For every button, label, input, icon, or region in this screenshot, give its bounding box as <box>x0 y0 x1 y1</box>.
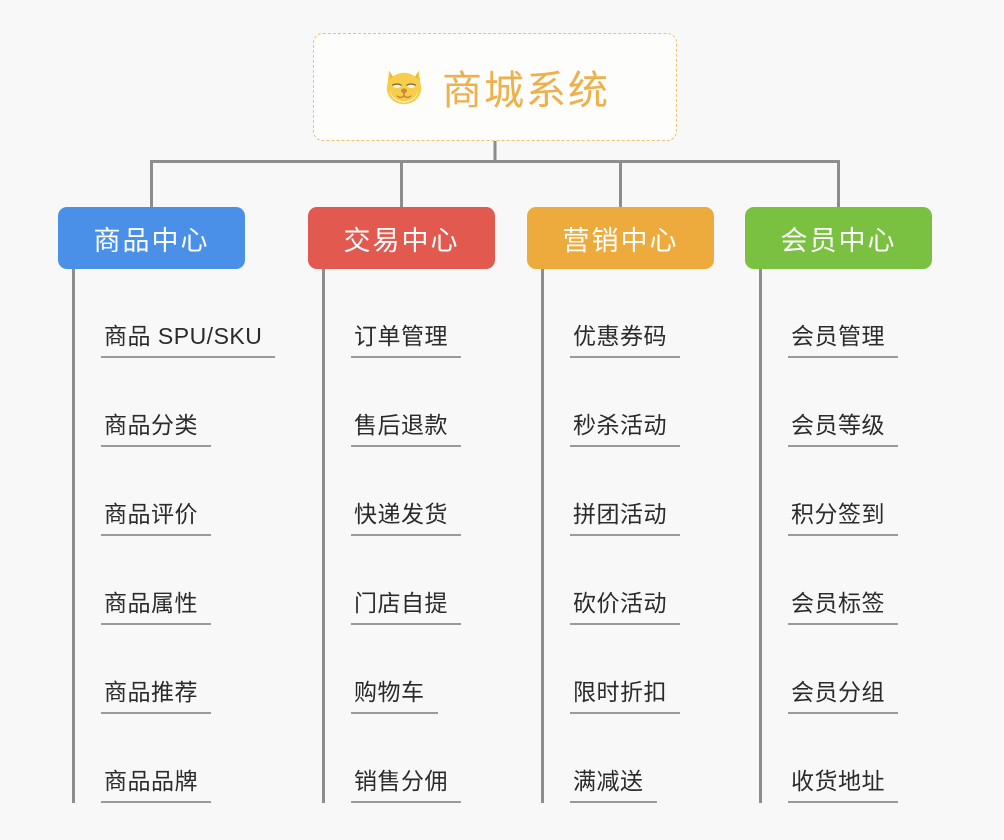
leaf-underline: 会员标签 <box>788 584 898 625</box>
leaf-label: 砍价活动 <box>573 590 667 616</box>
leaf-label: 销售分佣 <box>354 768 448 794</box>
leaf-underline: 积分签到 <box>788 495 898 536</box>
leaf-underline: 秒杀活动 <box>570 406 680 447</box>
branch-column-4: 会员中心 会员管理 会员等级 积分签到 会员标签 <box>745 207 932 803</box>
leaf-label: 满减送 <box>573 768 644 794</box>
leaf-label: 会员标签 <box>791 590 885 616</box>
leaf-label: 订单管理 <box>354 323 448 349</box>
branch-spine-1 <box>72 269 75 803</box>
leaf-item[interactable]: 满减送 <box>527 714 714 803</box>
category-header-2[interactable]: 交易中心 <box>308 207 495 269</box>
category-label-4: 会员中心 <box>780 225 897 256</box>
leaf-underline: 商品分类 <box>101 406 211 447</box>
leaf-label: 快递发货 <box>354 501 448 527</box>
leaf-underline: 订单管理 <box>351 317 461 358</box>
leaf-item[interactable]: 会员分组 <box>745 625 932 714</box>
branch-column-1: 商品中心 商品 SPU/SKU 商品分类 商品评价 商品属性 <box>58 207 276 803</box>
leaf-item[interactable]: 砍价活动 <box>527 536 714 625</box>
leaf-label: 商品 SPU/SKU <box>104 323 263 349</box>
leaf-item[interactable]: 秒杀活动 <box>527 358 714 447</box>
leaf-item[interactable]: 会员标签 <box>745 536 932 625</box>
leaf-item[interactable]: 商品推荐 <box>58 625 245 714</box>
leaf-label: 会员管理 <box>791 323 885 349</box>
leaf-list-4: 会员管理 会员等级 积分签到 会员标签 会员分组 <box>745 269 932 803</box>
branch-spine-3 <box>541 269 544 803</box>
leaf-item[interactable]: 会员管理 <box>745 269 932 358</box>
leaf-label: 秒杀活动 <box>573 412 667 438</box>
category-header-1[interactable]: 商品中心 <box>58 207 245 269</box>
leaf-item[interactable]: 商品评价 <box>58 447 245 536</box>
leaf-label: 会员分组 <box>791 679 885 705</box>
category-label-1: 商品中心 <box>93 225 210 256</box>
leaf-item[interactable]: 商品分类 <box>58 358 245 447</box>
leaf-underline: 商品评价 <box>101 495 211 536</box>
leaf-label: 商品推荐 <box>104 679 198 705</box>
category-header-4[interactable]: 会员中心 <box>745 207 932 269</box>
category-header-3[interactable]: 营销中心 <box>527 207 714 269</box>
leaf-underline: 优惠券码 <box>570 317 680 358</box>
leaf-label: 拼团活动 <box>573 501 667 527</box>
leaf-item[interactable]: 拼团活动 <box>527 447 714 536</box>
leaf-underline: 会员分组 <box>788 673 898 714</box>
leaf-label: 限时折扣 <box>573 679 667 705</box>
leaf-underline: 快递发货 <box>351 495 461 536</box>
leaf-list-1: 商品 SPU/SKU 商品分类 商品评价 商品属性 商品推荐 <box>58 269 276 803</box>
leaf-item[interactable]: 限时折扣 <box>527 625 714 714</box>
leaf-item[interactable]: 商品 SPU/SKU <box>58 269 276 358</box>
leaf-item[interactable]: 会员等级 <box>745 358 932 447</box>
leaf-label: 商品品牌 <box>104 768 198 794</box>
root-node[interactable]: 商城系统 <box>313 33 677 141</box>
leaf-label: 购物车 <box>354 679 425 705</box>
branch-column-3: 营销中心 优惠券码 秒杀活动 拼团活动 砍价活动 <box>527 207 714 803</box>
leaf-label: 会员等级 <box>791 412 885 438</box>
branch-column-2: 交易中心 订单管理 售后退款 快递发货 门店自提 <box>308 207 495 803</box>
dog-face-icon <box>380 63 428 111</box>
leaf-list-3: 优惠券码 秒杀活动 拼团活动 砍价活动 限时折扣 <box>527 269 714 803</box>
leaf-underline: 售后退款 <box>351 406 461 447</box>
leaf-label: 积分签到 <box>791 501 885 527</box>
leaf-underline: 收货地址 <box>788 762 898 803</box>
leaf-underline: 限时折扣 <box>570 673 680 714</box>
leaf-underline: 满减送 <box>570 762 657 803</box>
category-label-3: 营销中心 <box>562 225 679 256</box>
leaf-underline: 商品属性 <box>101 584 211 625</box>
branch-spine-4 <box>759 269 762 803</box>
leaf-underline: 销售分佣 <box>351 762 461 803</box>
leaf-item[interactable]: 订单管理 <box>308 269 495 358</box>
leaf-item[interactable]: 销售分佣 <box>308 714 495 803</box>
leaf-underline: 商品品牌 <box>101 762 211 803</box>
leaf-label: 售后退款 <box>354 412 448 438</box>
leaf-label: 商品分类 <box>104 412 198 438</box>
leaf-item[interactable]: 门店自提 <box>308 536 495 625</box>
leaf-label: 门店自提 <box>354 590 448 616</box>
leaf-underline: 拼团活动 <box>570 495 680 536</box>
leaf-label: 商品属性 <box>104 590 198 616</box>
leaf-item[interactable]: 售后退款 <box>308 358 495 447</box>
leaf-item[interactable]: 商品属性 <box>58 536 245 625</box>
leaf-underline: 门店自提 <box>351 584 461 625</box>
leaf-item[interactable]: 快递发货 <box>308 447 495 536</box>
leaf-underline: 商品推荐 <box>101 673 211 714</box>
category-label-2: 交易中心 <box>343 225 460 256</box>
leaf-item[interactable]: 购物车 <box>308 625 495 714</box>
leaf-underline: 砍价活动 <box>570 584 680 625</box>
leaf-list-2: 订单管理 售后退款 快递发货 门店自提 购物车 <box>308 269 495 803</box>
leaf-underline: 会员管理 <box>788 317 898 358</box>
root-title: 商城系统 <box>442 69 610 113</box>
leaf-label: 优惠券码 <box>573 323 667 349</box>
leaf-underline: 会员等级 <box>788 406 898 447</box>
leaf-underline: 购物车 <box>351 673 438 714</box>
leaf-label: 收货地址 <box>791 768 885 794</box>
leaf-item[interactable]: 优惠券码 <box>527 269 714 358</box>
leaf-item[interactable]: 积分签到 <box>745 447 932 536</box>
branch-spine-2 <box>322 269 325 803</box>
leaf-item[interactable]: 收货地址 <box>745 714 932 803</box>
leaf-item[interactable]: 商品品牌 <box>58 714 245 803</box>
leaf-label: 商品评价 <box>104 501 198 527</box>
leaf-underline: 商品 SPU/SKU <box>101 317 276 358</box>
